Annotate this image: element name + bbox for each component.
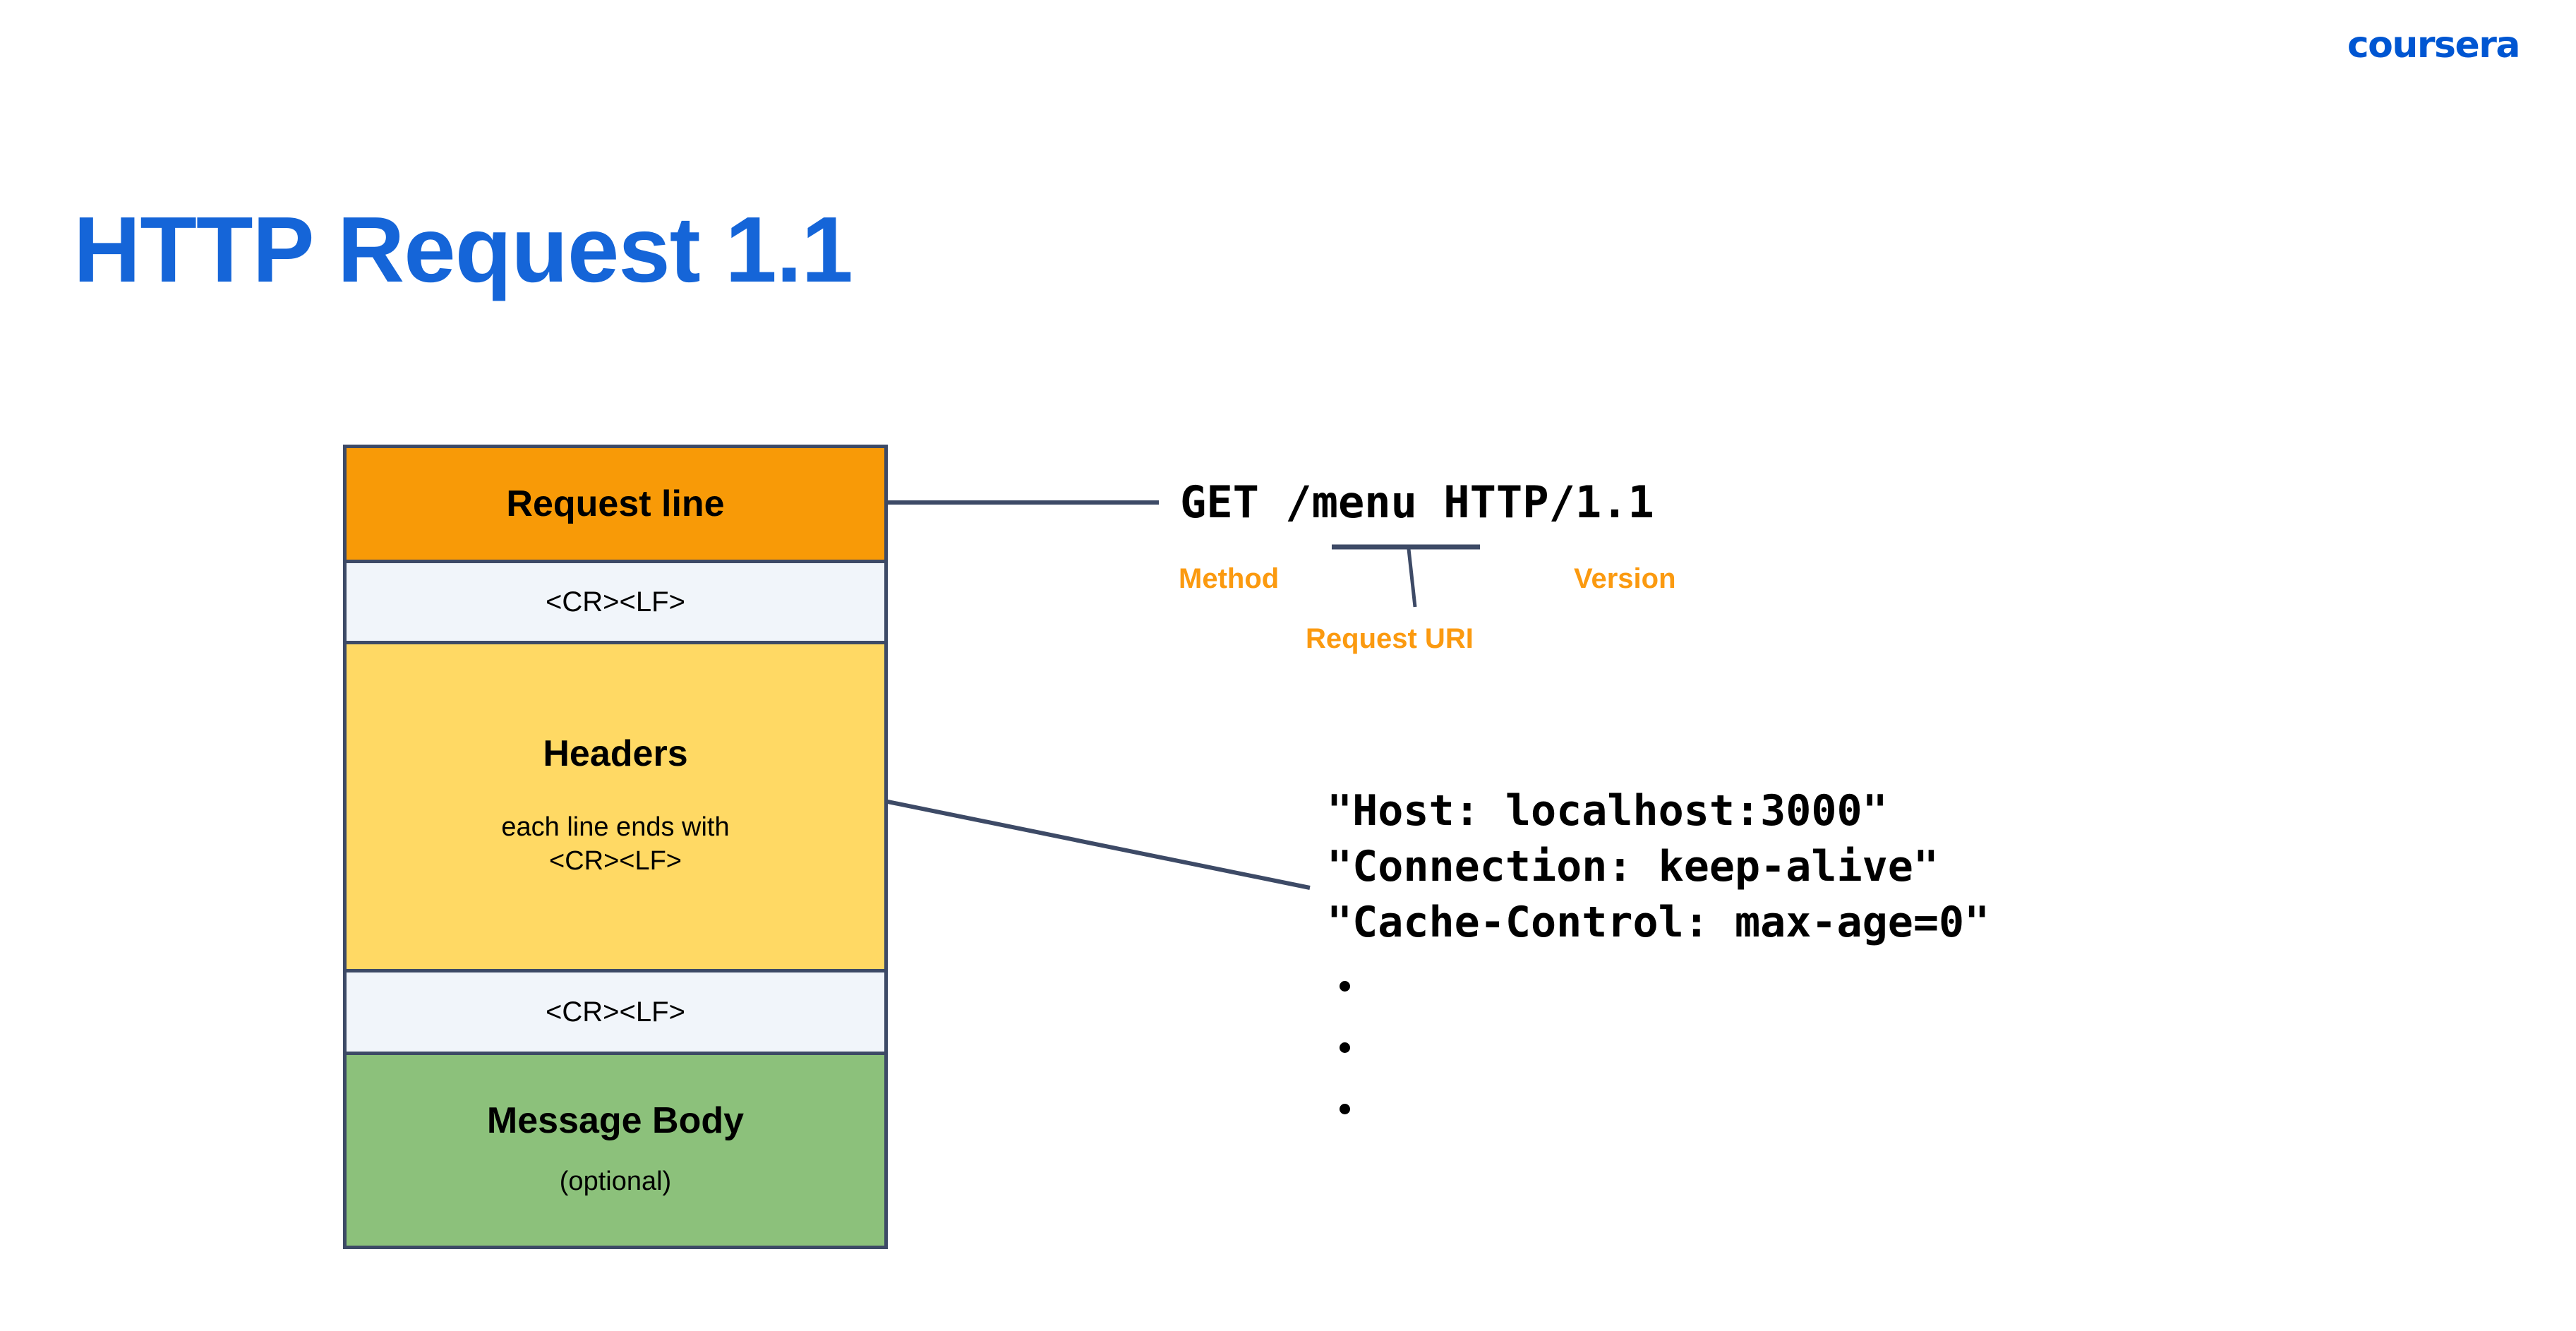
coursera-logo: coursera (2347, 24, 2521, 66)
diagram-segment-crlf-2: <CR><LF> (343, 969, 888, 1055)
ellipsis-dot (1340, 981, 1350, 992)
header-line-connection: "Connection: keep-alive" (1327, 842, 1939, 892)
annotation-label-method: Method (1179, 563, 1280, 594)
segment-label-request-line: Request line (506, 483, 725, 524)
segment-sublabel-headers-line2: <CR><LF> (549, 846, 682, 877)
headers-ellipsis (1340, 981, 1350, 1165)
ellipsis-dot (1340, 1042, 1350, 1053)
segment-label-crlf-2: <CR><LF> (546, 996, 685, 1028)
segment-label-headers: Headers (543, 733, 688, 775)
leader-line-request-uri (1407, 548, 1417, 608)
request-line-callout: GET /menu HTTP/1.1 (1180, 474, 1654, 530)
segment-sublabel-headers-line1: each line ends with (501, 812, 730, 842)
ellipsis-dot (1340, 1104, 1350, 1114)
header-line-host: "Host: localhost:3000" (1327, 786, 1888, 836)
header-line-cache-control: "Cache-Control: max-age=0" (1327, 898, 1990, 948)
request-line-code: GET /menu HTTP/1.1 (1180, 476, 1654, 528)
headers-callout: "Host: localhost:3000" "Connection: keep… (1327, 783, 1990, 951)
diagram-segment-crlf-1: <CR><LF> (343, 560, 888, 644)
segment-label-message-body: Message Body (486, 1100, 745, 1142)
page-title: HTTP Request 1.1 (73, 198, 853, 301)
annotation-label-version: Version (1574, 563, 1676, 594)
segment-label-crlf-1: <CR><LF> (546, 586, 685, 618)
leader-line-headers (884, 799, 1311, 890)
diagram-segment-message-body: Message Body (optional) (343, 1052, 888, 1249)
segment-sublabel-message-body: (optional) (559, 1166, 672, 1196)
annotation-label-request-uri: Request URI (1306, 623, 1474, 654)
diagram-segment-headers: Headers each line ends with <CR><LF> (343, 641, 888, 972)
diagram-segment-request-line: Request line (343, 445, 888, 563)
http-message-structure-diagram: Request line <CR><LF> Headers each line … (343, 445, 888, 1249)
